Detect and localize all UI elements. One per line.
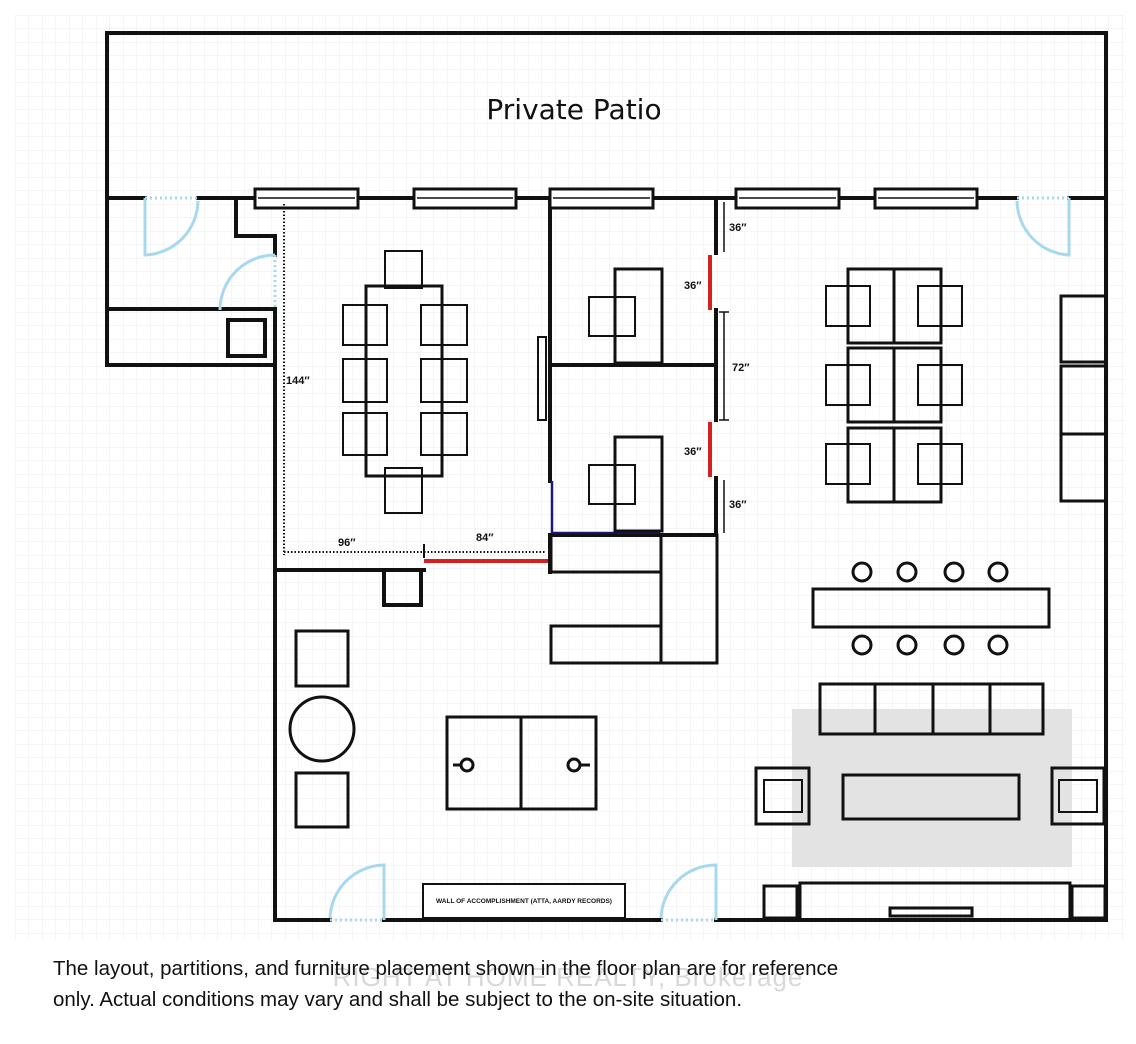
patio-label: Private Patio — [486, 93, 661, 126]
dim-84: 84″ — [476, 532, 494, 544]
dimension-lines — [719, 202, 729, 533]
boardroom — [283, 204, 545, 558]
tv-panel — [537, 336, 547, 421]
red-partitions — [424, 255, 712, 563]
sink — [226, 318, 267, 358]
private-offices — [588, 267, 664, 533]
doors — [143, 196, 1071, 922]
dim-36-upper-door: 36″ — [684, 280, 702, 292]
floor-plan-drawing: Private Patio — [15, 15, 1125, 940]
storage-cabinets — [1059, 294, 1108, 503]
boardroom-table — [364, 284, 444, 478]
watermark: RIGHT AT HOME REALTY, Brokerage — [332, 962, 804, 992]
dim-36-bottom: 36″ — [729, 499, 747, 511]
cabinet — [382, 568, 423, 607]
disclaimer: The layout, partitions, and furniture pl… — [53, 953, 1053, 1015]
floor-plan: Private Patio — [15, 15, 1125, 940]
kitchen-counter — [105, 307, 277, 367]
dim-36-lower-door: 36″ — [684, 446, 702, 458]
lounge-seating-left — [288, 629, 356, 829]
workstations — [846, 267, 943, 504]
tv-console — [762, 881, 1107, 922]
dim-36-top: 36″ — [729, 222, 747, 234]
dim-72: 72″ — [732, 362, 750, 374]
air-hockey-table — [445, 715, 598, 811]
dim-144: 144″ — [286, 375, 310, 387]
bar-counter — [811, 561, 1051, 656]
wall-of-accomplishment-label: WALL OF ACCOMPLISHMENT (ATTA, AARDY RECO… — [436, 898, 612, 905]
sofa-area — [754, 682, 1106, 826]
blue-partition — [550, 481, 660, 535]
workstation-chairs — [825, 285, 963, 485]
reception-desk — [549, 533, 719, 665]
disclaimer-line-1: The layout, partitions, and furniture pl… — [53, 957, 839, 980]
dim-96: 96″ — [338, 537, 356, 549]
disclaimer-line-2: only. Actual conditions may vary and sha… — [53, 988, 743, 1011]
wall-of-accomplishment-sign — [422, 883, 626, 919]
